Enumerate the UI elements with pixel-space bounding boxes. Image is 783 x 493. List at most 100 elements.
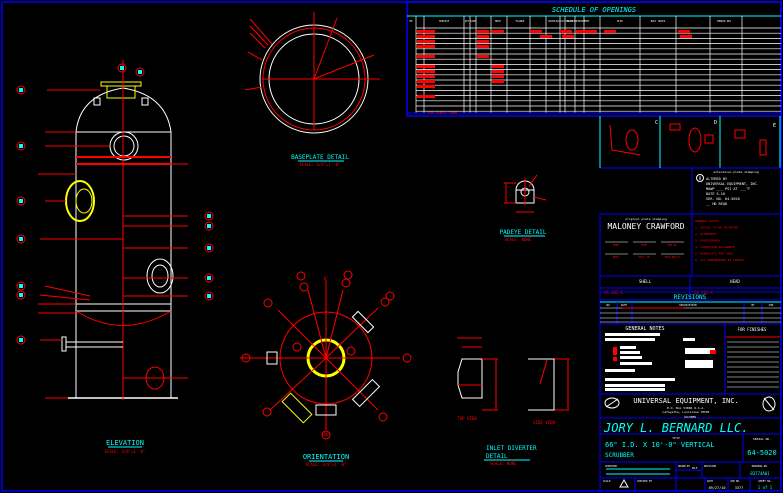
general-note: 2. HYDROTEST [695,232,717,236]
revision-col-header: CHK [769,303,774,307]
orientation-view [240,270,412,462]
schedule-cell-mark [530,30,542,33]
schedule-col-header: ELEV [617,20,623,23]
serial-number: 64-5020 [747,449,777,457]
schedule-cell-mark [492,80,504,83]
schedule-col-header: LOCATION [557,20,569,23]
detail-d-label: D [714,120,717,126]
inlet-diverter-title-2: DETAIL [486,453,508,460]
padeye-detail [504,174,547,237]
title-line-1: 66" I.D. X 10'-0" VERTICAL [605,441,715,449]
customer-name: JORY L. BERNARD LLC. [603,421,749,435]
schedule-cell-mark [585,30,597,33]
stamp-line: UNIVERSAL EQUIPMENT, INC. [706,182,759,186]
details-cde [599,115,782,169]
drawn-label: DRAWN BY [678,464,691,468]
revision-col-header: NO [606,303,610,307]
schedule-row-mark [417,35,435,38]
customer-label: CUSTOMER [684,415,697,419]
company-logo-left [604,397,620,409]
schedule-cell-mark [680,35,692,38]
schedule-cell-mark [540,35,552,38]
schedule-row-mark [417,95,435,98]
schedule-col-header: PROJ [567,20,573,23]
schedule-row-mark [417,55,435,58]
general-note: 3. RADIOGRAPHY [695,239,720,243]
schedule-of-openings [406,1,782,117]
general-notes-title: GENERAL NOTES [625,326,664,332]
finishes-title: FOR FINISHES [738,327,767,332]
title-block [599,393,782,492]
schedule-row-mark [417,30,435,33]
company-address-2: Lafayette, Louisiana 70505 [663,410,710,414]
revision-col-header: DESCRIPTION [679,303,697,307]
schedule-col-header: NOZZLE [549,20,558,23]
schedule-col-header: MK [410,20,413,23]
plate-field-label: MAWP [613,243,620,247]
padeye-scale: SCALE: NONE [505,237,532,242]
plate-field-label: SER NO [667,243,677,247]
schedule-cell-mark [477,45,489,48]
schedule-cell-mark [477,30,489,33]
general-note: 1. VESSEL TO BE RE-RATED [695,226,739,230]
schedule-cell-mark [492,65,504,68]
scale-label: SCALE [603,479,611,483]
general-notes-block [599,323,782,395]
plate-field-label: HEAT TR [639,255,650,259]
title-label: TITLE [672,436,680,440]
maker-name: MALONEY CRAWFORD [607,222,684,231]
date-label: DATE [707,479,714,483]
schedule-col-header: THREAD DEC [717,20,732,23]
job-number: 3377 [735,486,743,490]
schedule-cell-mark [604,30,616,33]
side-view-label: SIDE VIEW [533,420,555,425]
schedule-cell-mark [678,30,690,33]
stamp-line: __ HD REQD [706,202,727,206]
company-name: UNIVERSAL EQUIPMENT, INC. [633,397,738,405]
elevation-view [16,60,214,448]
orientation-title: ORIENTATION [303,453,349,461]
schedule-row-mark [417,65,435,68]
stamp-line: DATE 5-10 [706,192,725,196]
plate-field-label: MDMT [613,255,620,259]
orientation-mark-bottom: 180° [321,432,331,437]
schedule-row-mark [417,45,435,48]
shell-label: SHELL [639,279,652,284]
schedule-col-header: FLANGE [516,20,525,23]
company-address-1: P.O. Box 53866 U.S.A. [667,406,705,410]
drawn-by: MLF [692,466,698,470]
orientation-mark-top: 0° [324,276,329,281]
schedule-cell-mark [576,30,588,33]
sheet-label: SHEET NO. [758,479,772,483]
revisions-title: REVISIONS [674,294,707,301]
drawing-no-label: DRAWING NO. [752,464,769,468]
general-note: 4. CORROSION ALLOWANCE [695,245,735,249]
general-note: GENERAL NOTES: [695,219,720,223]
checked-label: CHECKED BY [637,479,653,483]
plate-field-label: YEAR BUILT [664,255,680,259]
schedule-col-header: QTY [465,20,470,23]
inlet-diverter-title-1: INLET DIVERTER [486,445,537,452]
schedule-row-mark [417,70,435,73]
schedule-cell-mark [492,75,504,78]
schedule-col-header: REINFORCEMENT [571,20,590,23]
schedule-row-mark [417,75,435,78]
schedule-cell-mark [560,30,572,33]
elevation-title: ELEVATION [106,439,144,447]
revision-label: REVISION [704,464,717,468]
stamp-line: ALTERED BY [706,177,728,181]
company-logo-right [762,396,776,412]
drawing-number: B3774A01 [750,471,770,476]
schedule-cell-mark [562,35,574,38]
warning-icon [619,478,629,488]
baseplate-scale: SCALE: 3/4"=1'-0" [300,162,341,167]
stamp-boxes [599,167,782,301]
sheet-number: 1 of 1 [758,485,773,490]
original-plate-header: original plate stamping [625,217,667,221]
schedule-footer: FOR SHELL CONE [428,111,458,115]
baseplate-detail [244,12,380,162]
inlet-diverter-detail [457,337,569,461]
revision-col-header: BY [751,303,755,307]
schedule-row-mark [417,80,435,83]
schedule-col-header: BOLT HOLES [651,20,666,23]
